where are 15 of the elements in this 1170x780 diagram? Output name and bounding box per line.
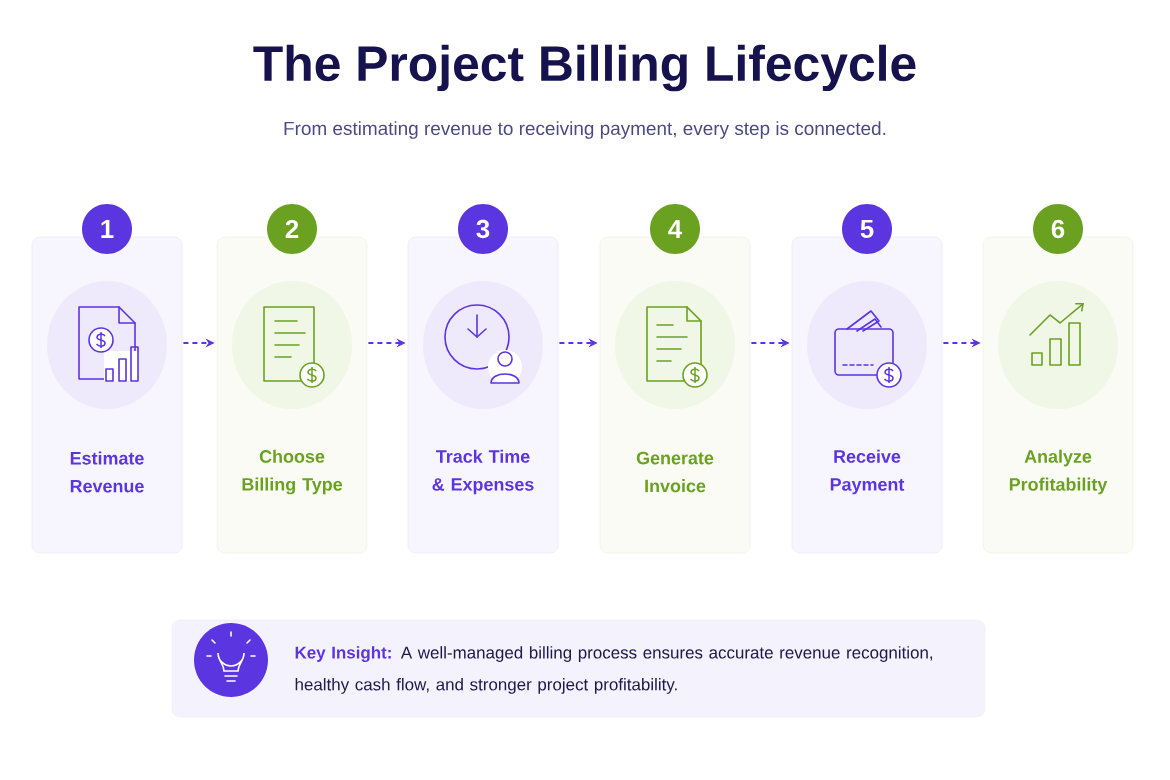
title: The Project Billing Lifecycle	[253, 44, 916, 92]
subtitle: From estimating revenue to receiving payment, every step is connected.	[284, 121, 886, 139]
step-number-badge: 6	[1033, 204, 1083, 254]
step-title: Track Time & Expenses	[432, 449, 534, 495]
step-title: Receive Payment	[830, 449, 905, 495]
step-title: Generate Invoice	[636, 451, 714, 493]
step-number-badge: 1	[82, 204, 132, 254]
step-title: Estimate Revenue	[70, 451, 144, 493]
step-number-badge: 5	[842, 204, 892, 254]
step-title: Choose Billing Type	[242, 449, 343, 495]
insight-text: Key Insight: A well-managed billing process ensures accurate revenue recognition, healthy cash flow, and stronger project profitability.	[295, 646, 933, 694]
step-number-badge: 3	[458, 204, 508, 254]
step-number-badge: 4	[650, 204, 700, 254]
step-title: Analyze Profitability	[1009, 449, 1108, 495]
step-number-badge: 2	[267, 204, 317, 254]
